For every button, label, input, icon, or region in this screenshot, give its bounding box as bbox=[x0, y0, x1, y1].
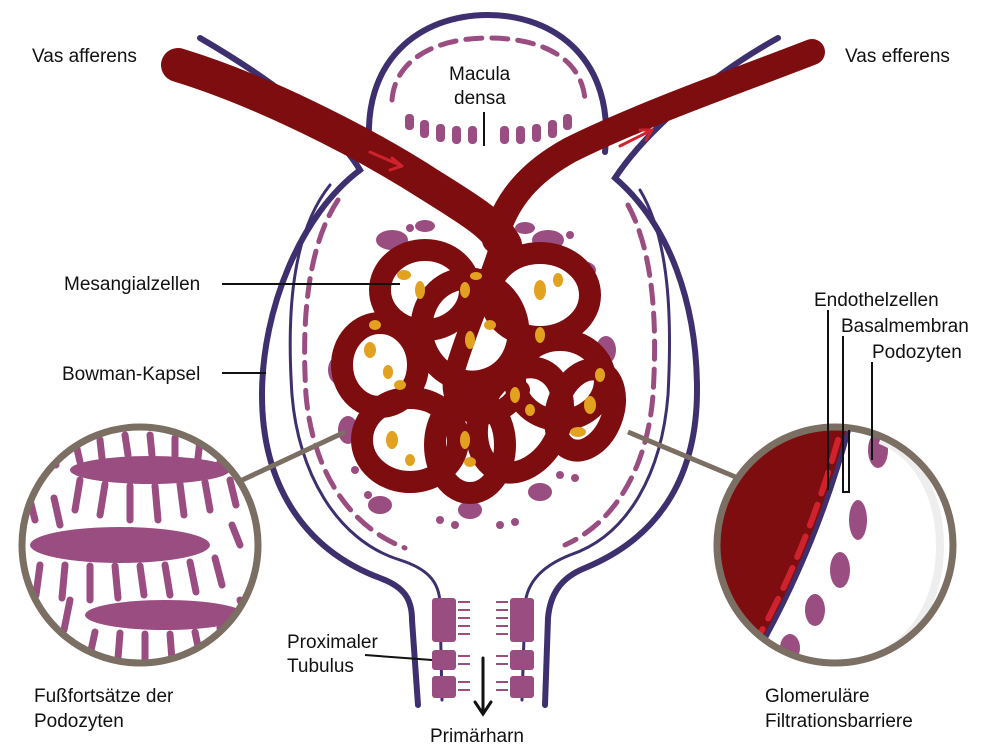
label-macula-densa-line2: densa bbox=[454, 88, 506, 109]
label-macula-densa-line1: Macula bbox=[449, 64, 511, 85]
label-glomerulaere-line2: Filtrationsbarriere bbox=[765, 711, 913, 732]
label-fussfortsaetze-line2: Podozyten bbox=[34, 711, 124, 732]
label-podozyten: Podozyten bbox=[872, 342, 962, 363]
label-vas-efferens: Vas efferens bbox=[845, 46, 950, 67]
label-mesangialzellen: Mesangialzellen bbox=[64, 274, 200, 295]
label-proximaler-line1: Proximaler bbox=[287, 632, 378, 653]
label-glomerulaere-line1: Glomeruläre bbox=[765, 686, 870, 707]
label-primaerharn: Primärharn bbox=[430, 726, 524, 747]
label-basalmembran: Basalmembran bbox=[841, 316, 969, 337]
label-proximaler-line2: Tubulus bbox=[287, 656, 354, 677]
macula-densa-cells bbox=[405, 114, 572, 144]
label-endothelzellen: Endothelzellen bbox=[814, 290, 939, 311]
label-vas-afferens: Vas afferens bbox=[32, 46, 137, 67]
label-bowman-kapsel: Bowman-Kapsel bbox=[62, 364, 200, 385]
primaerharn-arrow bbox=[475, 658, 491, 714]
vas-efferens-vessel bbox=[495, 52, 812, 240]
label-fussfortsaetze-line1: Fußfortsätze der bbox=[34, 686, 174, 707]
